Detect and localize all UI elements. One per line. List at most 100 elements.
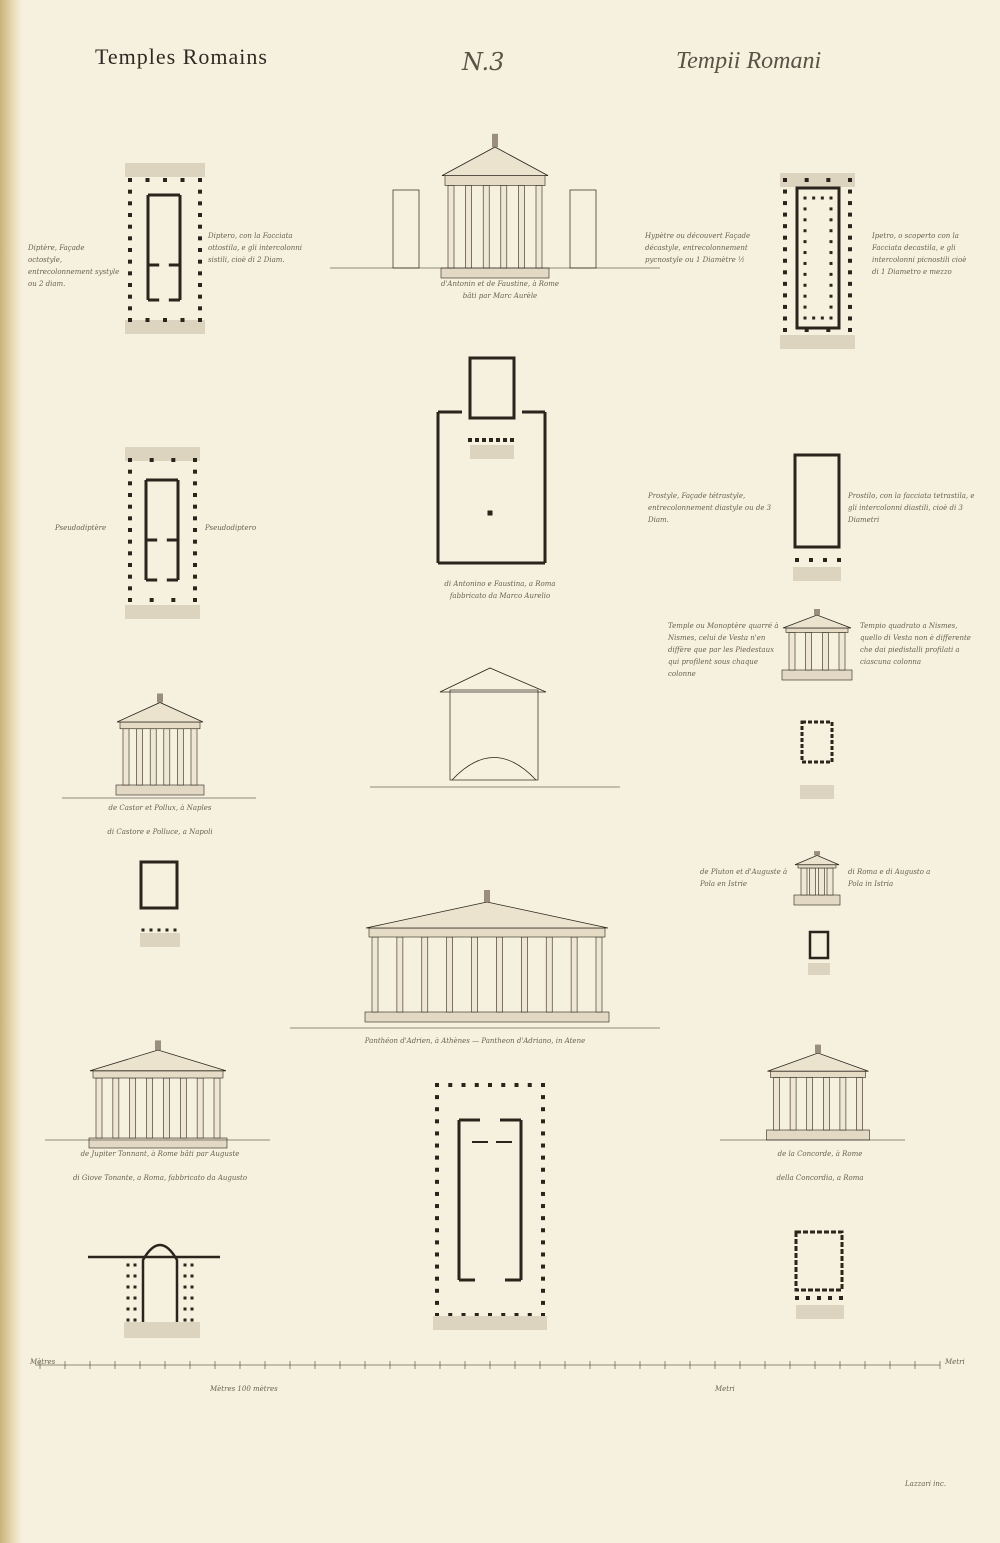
- page-binding-edge: [0, 0, 22, 1543]
- temple-column: [856, 1077, 863, 1131]
- column-dot: [435, 1240, 439, 1245]
- temple-column: [500, 185, 508, 269]
- column-dot: [435, 1204, 439, 1209]
- column-dot: [128, 306, 132, 311]
- temple-column: [545, 936, 553, 1013]
- temple-column: [521, 936, 528, 1013]
- column-dot: [190, 1263, 194, 1267]
- column-dot: [541, 1264, 545, 1269]
- column-dot: [190, 1296, 194, 1300]
- column-dot: [193, 563, 197, 567]
- column-dot: [795, 1296, 799, 1300]
- column-dot: [482, 438, 486, 442]
- cella-wall: [793, 453, 841, 549]
- column-dot: [803, 272, 807, 276]
- column-dot: [435, 1216, 439, 1221]
- column-dot: [837, 558, 841, 562]
- column-dot: [541, 1167, 545, 1172]
- temple-column: [112, 1077, 120, 1139]
- column-dot: [180, 178, 185, 182]
- step-shading: [800, 785, 834, 799]
- side-elevation: [569, 189, 597, 269]
- column-dot: [128, 481, 132, 486]
- column-dot: [541, 1119, 545, 1124]
- column-dot: [848, 293, 852, 298]
- column-dot: [435, 1095, 439, 1100]
- column-dot: [193, 551, 197, 556]
- step-shading: [125, 320, 205, 334]
- temple-pediment: [116, 702, 204, 723]
- column-dot: [514, 1083, 519, 1087]
- section-vault: [451, 757, 537, 781]
- column-dot: [803, 240, 807, 244]
- step-shading: [125, 163, 205, 177]
- column-dot: [128, 458, 132, 462]
- caption-hypaethral-fr: Hypètre ou découvert Façade décastyle, e…: [645, 232, 751, 264]
- column-dot: [541, 1143, 545, 1148]
- column-dot: [198, 294, 202, 299]
- temple-entablature: [368, 927, 606, 938]
- column-dot: [541, 1252, 545, 1257]
- caption-hypaethral-it: Ipetro, o scoperto con la Facciata decas…: [872, 232, 967, 276]
- column-dot: [198, 306, 202, 311]
- temple-column: [177, 728, 184, 786]
- column-dot: [190, 1318, 194, 1322]
- step-shading: [140, 933, 180, 947]
- column-dot: [829, 294, 833, 298]
- column-dot: [803, 261, 807, 265]
- column-dot: [198, 189, 202, 194]
- caption-jupiter-fr: de Jupiter Tonnant, à Rome bâti par Augu…: [80, 1150, 240, 1158]
- statue: [814, 609, 820, 615]
- temple-podium: [440, 267, 550, 279]
- column-dot: [128, 516, 132, 521]
- column-dot: [461, 1083, 466, 1087]
- caption-prostyle-fr: Prostyle, Façade tétrastyle, entrecolonn…: [648, 492, 772, 524]
- column-dot: [501, 1313, 506, 1317]
- column-dot: [149, 598, 154, 602]
- column-dot: [165, 928, 169, 932]
- column-dot: [829, 305, 833, 309]
- column-dot: [435, 1264, 439, 1269]
- column-dot: [193, 469, 197, 474]
- temple-pediment: [365, 901, 609, 929]
- column-dot: [823, 558, 827, 562]
- temple-pediment: [782, 614, 852, 629]
- temple-column: [535, 185, 543, 269]
- column-dot: [812, 196, 816, 200]
- column-dot: [848, 235, 852, 240]
- step-shading: [470, 445, 514, 459]
- caption-antonin-2: bâti par Marc Aurèle: [462, 292, 538, 300]
- column-dot: [145, 318, 150, 322]
- temple-column: [371, 936, 379, 1013]
- column-dot: [820, 196, 824, 200]
- cella-wall: [808, 930, 830, 960]
- column-dot: [128, 528, 132, 532]
- column-dot: [149, 458, 154, 462]
- temple-entablature: [119, 721, 201, 730]
- column-dot: [435, 1119, 439, 1124]
- column-dot: [541, 1155, 545, 1160]
- column-dot: [128, 598, 132, 602]
- statue: [484, 890, 490, 902]
- step-shading: [433, 1316, 547, 1330]
- column-dot: [128, 318, 132, 322]
- column-dot: [783, 212, 787, 217]
- column-dot: [435, 1276, 439, 1281]
- column-dot: [461, 1313, 466, 1317]
- step-shading: [793, 567, 841, 581]
- caption-pola-it: di Roma e di Augusto a Pola in Istria: [848, 868, 931, 888]
- column-dot: [435, 1313, 439, 1317]
- column-dot: [198, 178, 202, 182]
- column-dot: [795, 558, 799, 562]
- column-dot: [171, 458, 176, 462]
- column-dot: [183, 1274, 187, 1278]
- column-dot: [803, 229, 807, 233]
- column-dot: [783, 328, 787, 332]
- column-dot: [193, 458, 197, 462]
- column-dot: [190, 1307, 194, 1311]
- column-dot: [829, 207, 833, 211]
- column-dot: [435, 1300, 439, 1305]
- temple-column: [471, 936, 478, 1013]
- column-dot: [198, 248, 202, 252]
- column-dot: [803, 218, 807, 222]
